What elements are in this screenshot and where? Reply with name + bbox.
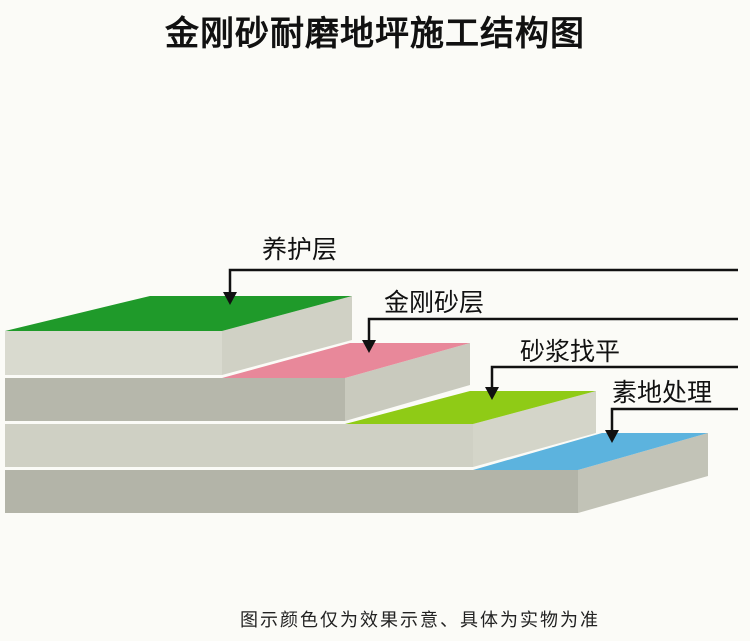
layer-label-mortar-leveling: 砂浆找平 [520, 337, 621, 366]
slab-4-front-face [5, 470, 578, 513]
layer-label-corundum: 金刚砂层 [384, 288, 485, 317]
slab-4-top-face [473, 433, 708, 470]
diagram-title: 金刚砂耐磨地坪施工结构图 [165, 14, 585, 54]
slab-1-front-face [5, 331, 222, 375]
callout-line-1 [228, 268, 738, 296]
callout-line-3 [490, 365, 738, 389]
slab-2-top-face [222, 343, 470, 378]
arrow-head-4 [605, 430, 619, 443]
slab-3-top-face [345, 391, 596, 424]
slab-3-right-face [473, 391, 596, 467]
slab-1-top-face [5, 296, 352, 331]
disclaimer-note: 图示颜色仅为效果示意、具体为实物为准 [240, 610, 600, 631]
callout-line-2 [367, 317, 738, 343]
slab-2-front-face [5, 378, 345, 421]
arrow-head-1 [223, 292, 237, 305]
layer-label-base-treatment: 素地处理 [612, 378, 713, 407]
arrow-head-2 [362, 340, 376, 353]
slab-3-front-face [5, 424, 473, 467]
slab-2-right-face [345, 343, 470, 421]
callout-line-4 [610, 407, 738, 432]
slab-1-right-face [222, 296, 352, 375]
layer-label-curing: 养护层 [262, 235, 338, 264]
arrow-head-3 [485, 387, 499, 400]
slab-4-right-face [578, 433, 708, 513]
